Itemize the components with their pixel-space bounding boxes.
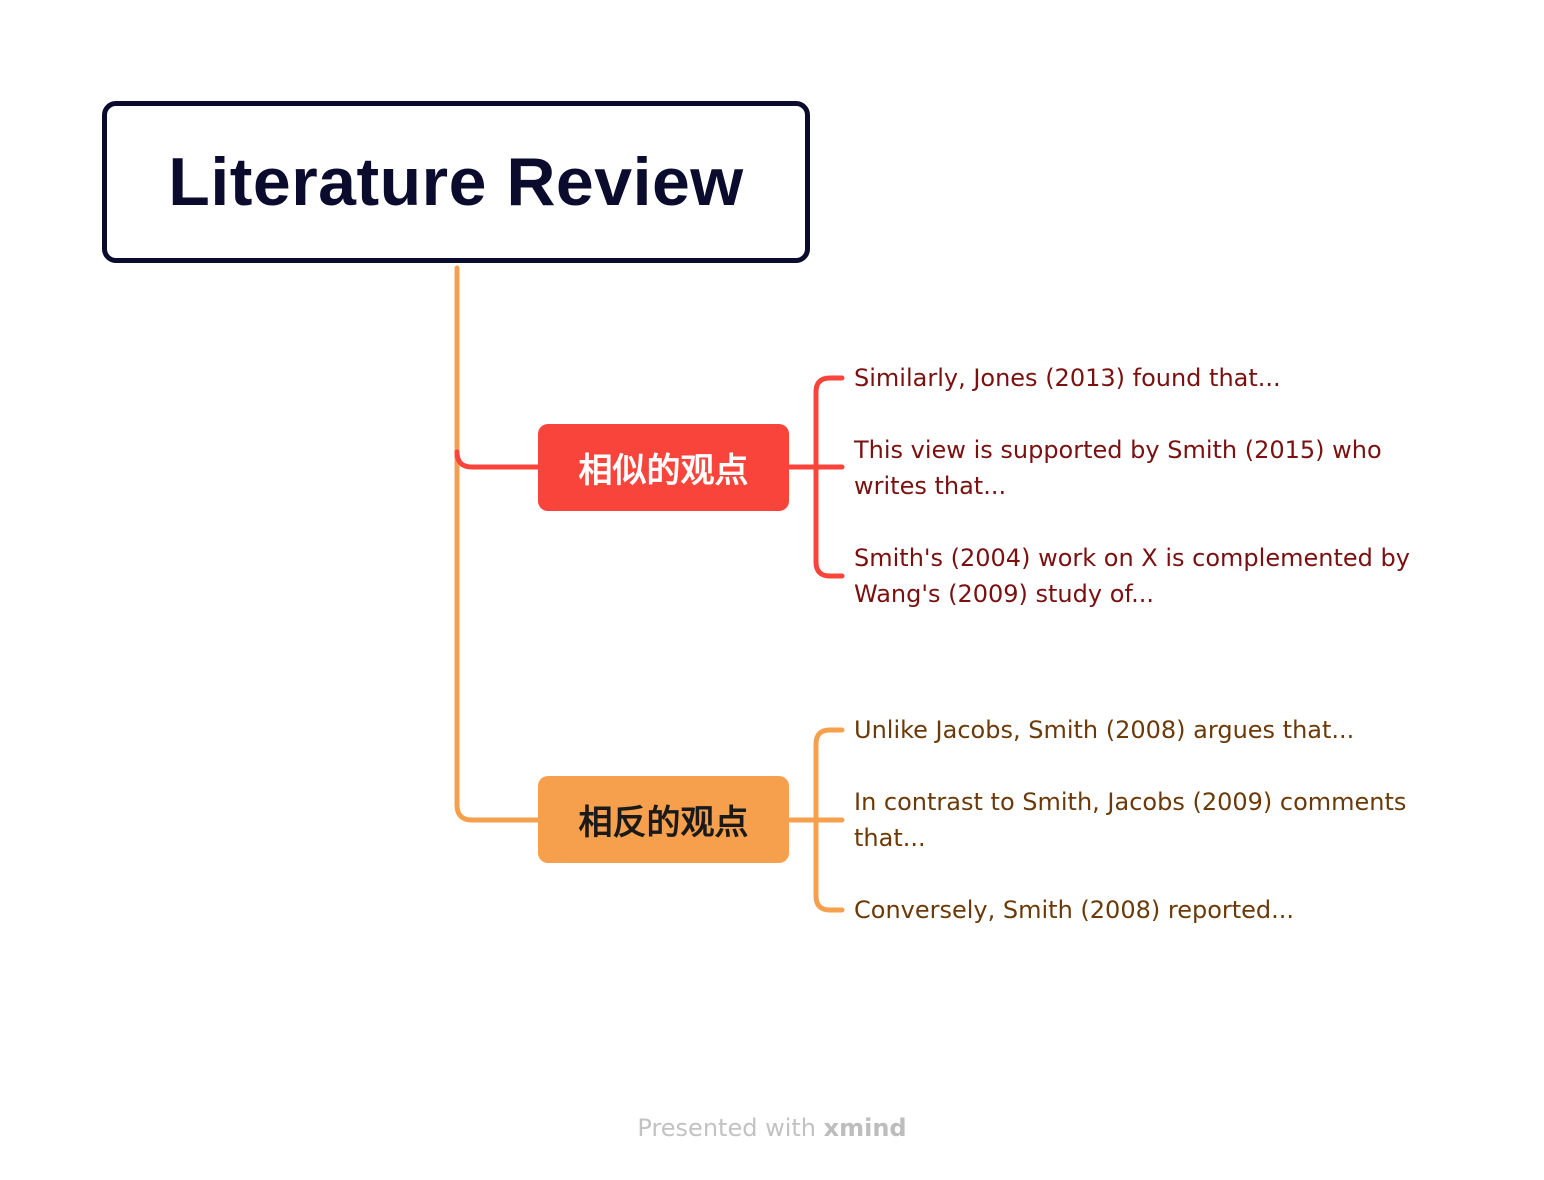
leaf-topic[interactable]: This view is supported by Smith (2015) w… bbox=[854, 436, 1382, 500]
leaf-topic[interactable]: Smith's (2004) work on X is complemented… bbox=[854, 544, 1410, 608]
branch-label: 相似的观点 bbox=[578, 451, 749, 491]
leaf-topic[interactable]: Unlike Jacobs, Smith (2008) argues that.… bbox=[854, 716, 1355, 744]
leaf-topic[interactable]: Similarly, Jones (2013) found that... bbox=[854, 364, 1281, 392]
branch-label: 相反的观点 bbox=[578, 803, 749, 843]
trunk-connector bbox=[454, 265, 541, 823]
root-title: Literature Review bbox=[168, 144, 744, 220]
presented-with-footer: Presented with xmind bbox=[0, 1114, 1544, 1142]
leaf-topic[interactable]: Conversely, Smith (2008) reported... bbox=[854, 896, 1295, 924]
similar-bracket bbox=[786, 375, 845, 579]
branch-similar-connector bbox=[454, 449, 541, 470]
footer-prefix: Presented with bbox=[637, 1114, 824, 1142]
contrast-bracket bbox=[786, 727, 845, 913]
leaf-topic[interactable]: In contrast to Smith, Jacobs (2009) comm… bbox=[854, 788, 1407, 852]
root-topic[interactable]: Literature Review bbox=[102, 101, 810, 263]
xmind-logo-text: xmind bbox=[823, 1114, 907, 1142]
branch-similar-views[interactable]: 相似的观点 bbox=[538, 424, 789, 511]
branch-opposing-views[interactable]: 相反的观点 bbox=[538, 776, 789, 863]
